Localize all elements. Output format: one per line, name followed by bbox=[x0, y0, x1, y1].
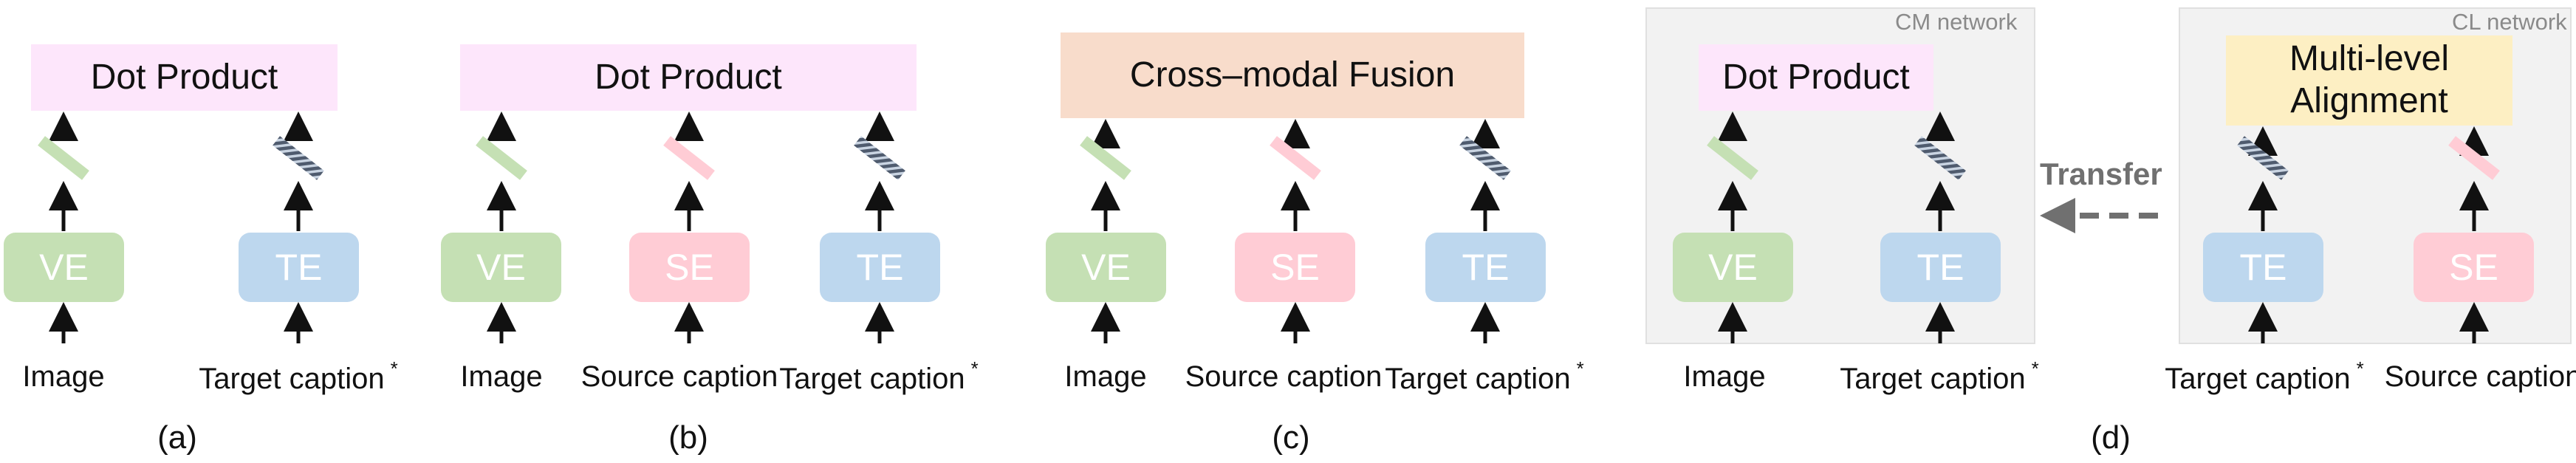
multi-level-alignment-box-cl: Multi-level Alignment bbox=[2226, 35, 2512, 126]
input-label-target-caption-a: Target caption* bbox=[199, 357, 398, 395]
input-label-image-b: Image bbox=[460, 360, 543, 393]
input-label-target-caption-c: Target caption* bbox=[1385, 357, 1584, 395]
input-label-image-cm: Image bbox=[1683, 360, 1766, 393]
panel-caption-a: (a) bbox=[157, 419, 197, 456]
panel-caption-d: (d) bbox=[2091, 419, 2131, 456]
target-marker: * bbox=[970, 357, 979, 380]
visual-encoder-c: VE bbox=[1046, 233, 1166, 302]
dot-product-box-a: Dot Product bbox=[31, 44, 338, 111]
visual-feature-bar bbox=[476, 136, 527, 180]
cross-modal-fusion-box-c: Cross–modal Fusion bbox=[1061, 32, 1524, 118]
target-marker: * bbox=[2031, 357, 2039, 380]
input-label-target-caption-cm: Target caption* bbox=[1840, 357, 2039, 395]
source-feature-bar bbox=[2448, 136, 2500, 180]
target-marker: * bbox=[1576, 357, 1584, 380]
dot-product-box-b: Dot Product bbox=[460, 44, 917, 111]
input-label-source-caption-b: Source caption bbox=[580, 360, 778, 393]
text-feature-bar bbox=[1459, 136, 1511, 180]
visual-encoder-a: VE bbox=[4, 233, 124, 302]
input-label-target-caption-b: Target caption* bbox=[779, 357, 979, 395]
visual-encoder-cm: VE bbox=[1673, 233, 1793, 302]
input-label-image-a: Image bbox=[22, 360, 105, 393]
input-label-image-c: Image bbox=[1064, 360, 1147, 393]
visual-encoder-b: VE bbox=[441, 233, 561, 302]
target-marker: * bbox=[2356, 357, 2364, 380]
text-encoder-c: TE bbox=[1425, 233, 1546, 302]
text-encoder-b: TE bbox=[820, 233, 940, 302]
source-encoder-c: SE bbox=[1235, 233, 1355, 302]
source-encoder-b: SE bbox=[629, 233, 750, 302]
input-label-target-caption-cl: Target caption* bbox=[2165, 357, 2364, 395]
source-feature-bar bbox=[663, 136, 715, 180]
cl-network-tag: CL network bbox=[2452, 9, 2567, 35]
text-feature-bar bbox=[273, 136, 324, 180]
dot-product-box-cm: Dot Product bbox=[1699, 44, 1933, 111]
source-encoder-cl: SE bbox=[2414, 233, 2534, 302]
target-marker: * bbox=[390, 357, 398, 380]
input-label-source-caption-cl: Source caption bbox=[2384, 360, 2576, 393]
text-encoder-a: TE bbox=[239, 233, 359, 302]
visual-feature-bar bbox=[38, 136, 89, 180]
text-encoder-cl: TE bbox=[2203, 233, 2323, 302]
text-feature-bar bbox=[2237, 136, 2289, 180]
text-feature-bar bbox=[1914, 136, 1966, 180]
text-feature-bar bbox=[854, 136, 905, 180]
input-label-source-caption-c: Source caption bbox=[1185, 360, 1383, 393]
transfer-label: Transfer bbox=[2040, 157, 2162, 191]
source-feature-bar bbox=[1270, 136, 1321, 180]
panel-caption-b: (b) bbox=[668, 419, 708, 456]
visual-feature-bar bbox=[1707, 136, 1758, 180]
visual-feature-bar bbox=[1080, 136, 1131, 180]
cm-network-tag: CM network bbox=[1895, 9, 2018, 35]
text-encoder-cm: TE bbox=[1880, 233, 2001, 302]
panel-caption-c: (c) bbox=[1272, 419, 1310, 456]
